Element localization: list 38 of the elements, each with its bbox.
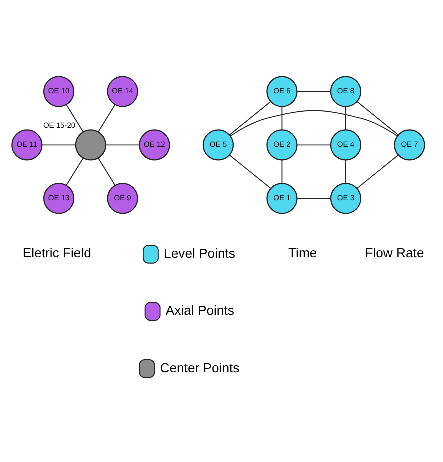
node-circle: OE 8 (330, 76, 362, 108)
node-circle: OE 13 (43, 183, 75, 214)
label: Time (288, 245, 318, 260)
connector (356, 154, 399, 190)
node-circle: OE 2 (266, 130, 298, 161)
connector (296, 91, 332, 92)
legend-label: Center Points (160, 360, 240, 376)
legend-label: Level Points (164, 246, 236, 261)
connector (229, 154, 272, 190)
node-circle: OE 4 (330, 130, 362, 161)
node-circle (75, 130, 106, 161)
connector (98, 158, 116, 186)
connector (66, 104, 84, 133)
node-circle: OE 7 (394, 130, 426, 161)
connector (296, 144, 332, 146)
label: Flow Rate (365, 245, 424, 260)
connector (230, 110, 398, 137)
connector (66, 158, 84, 186)
connector (282, 160, 283, 184)
node-circle: OE 6 (266, 76, 298, 108)
node-circle: OE 5 (202, 130, 234, 161)
legend-label: Axial Points (166, 303, 234, 318)
node-circle: OE 10 (43, 76, 75, 108)
node-circle: OE 3 (330, 183, 362, 214)
connector (98, 104, 116, 133)
connector (229, 101, 272, 136)
node-label: OE 15-20 (43, 120, 76, 130)
node-circle: OE 12 (139, 130, 170, 161)
connector (356, 101, 399, 136)
connector (282, 106, 283, 131)
label: Eletric Field (22, 245, 92, 260)
connector (106, 144, 140, 146)
node-circle: OE 1 (266, 183, 298, 214)
node-circle: OE 14 (107, 76, 138, 108)
connector (42, 144, 76, 146)
node-circle: OE 9 (107, 183, 138, 214)
node-circle: OE 11 (12, 130, 43, 161)
connector (296, 198, 332, 200)
